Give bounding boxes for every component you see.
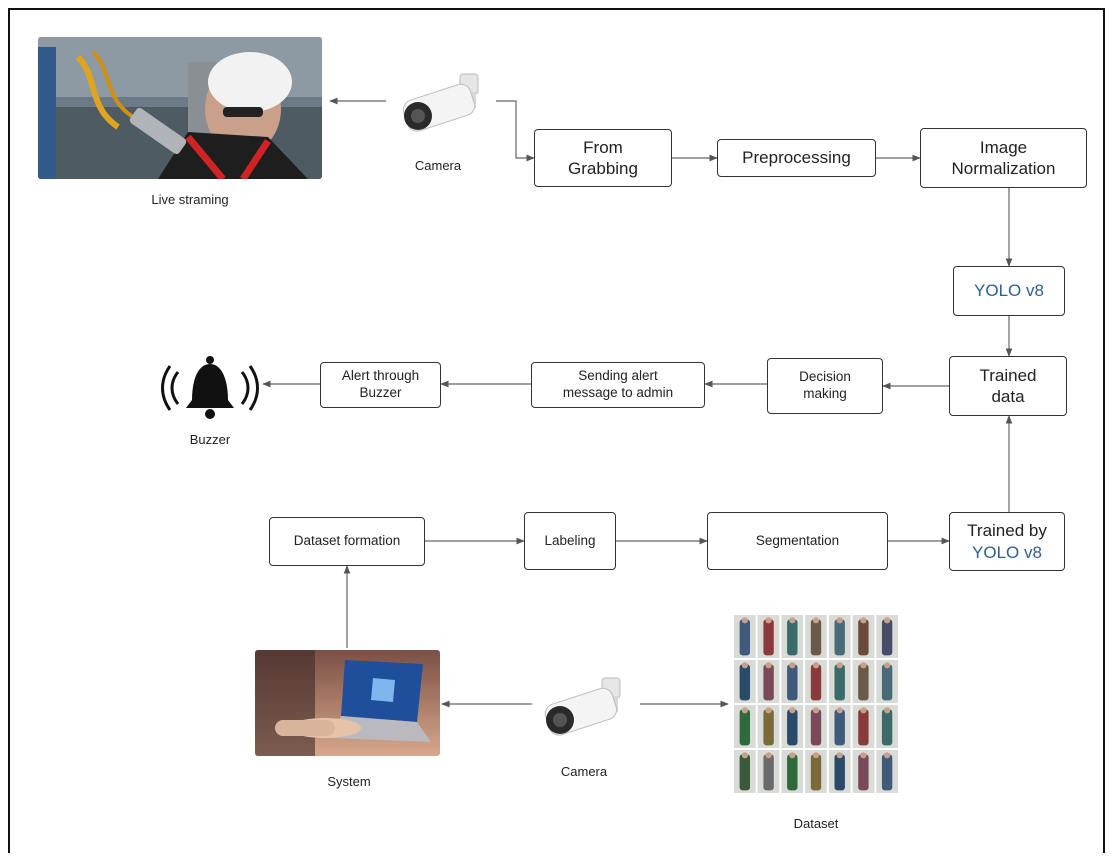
dataset-caption: Dataset bbox=[793, 816, 839, 831]
buzzer-caption: Buzzer bbox=[189, 432, 231, 447]
dataset-formation-box: Dataset formation bbox=[269, 517, 425, 566]
ringing-bell-icon bbox=[160, 354, 260, 420]
labeling-box: Labeling bbox=[524, 512, 616, 570]
bullet-camera-icon bbox=[398, 72, 490, 138]
camera-top-caption: Camera bbox=[414, 158, 462, 173]
live-streaming-image bbox=[38, 37, 322, 179]
camera-bottom-caption: Camera bbox=[560, 764, 608, 779]
dataset-image-grid bbox=[733, 614, 899, 794]
segmentation-box: Segmentation bbox=[707, 512, 888, 570]
diagram-frame bbox=[8, 8, 1105, 853]
live-streaming-caption: Live straming bbox=[151, 192, 229, 207]
preprocessing-box: Preprocessing bbox=[717, 139, 876, 177]
arrow-camera-to-grabbing bbox=[496, 100, 535, 162]
bullet-camera-icon-bottom bbox=[540, 676, 632, 742]
system-caption: System bbox=[327, 774, 371, 789]
system-laptop-image bbox=[255, 650, 440, 756]
yolo-v8-box: YOLO v8 bbox=[953, 266, 1065, 316]
